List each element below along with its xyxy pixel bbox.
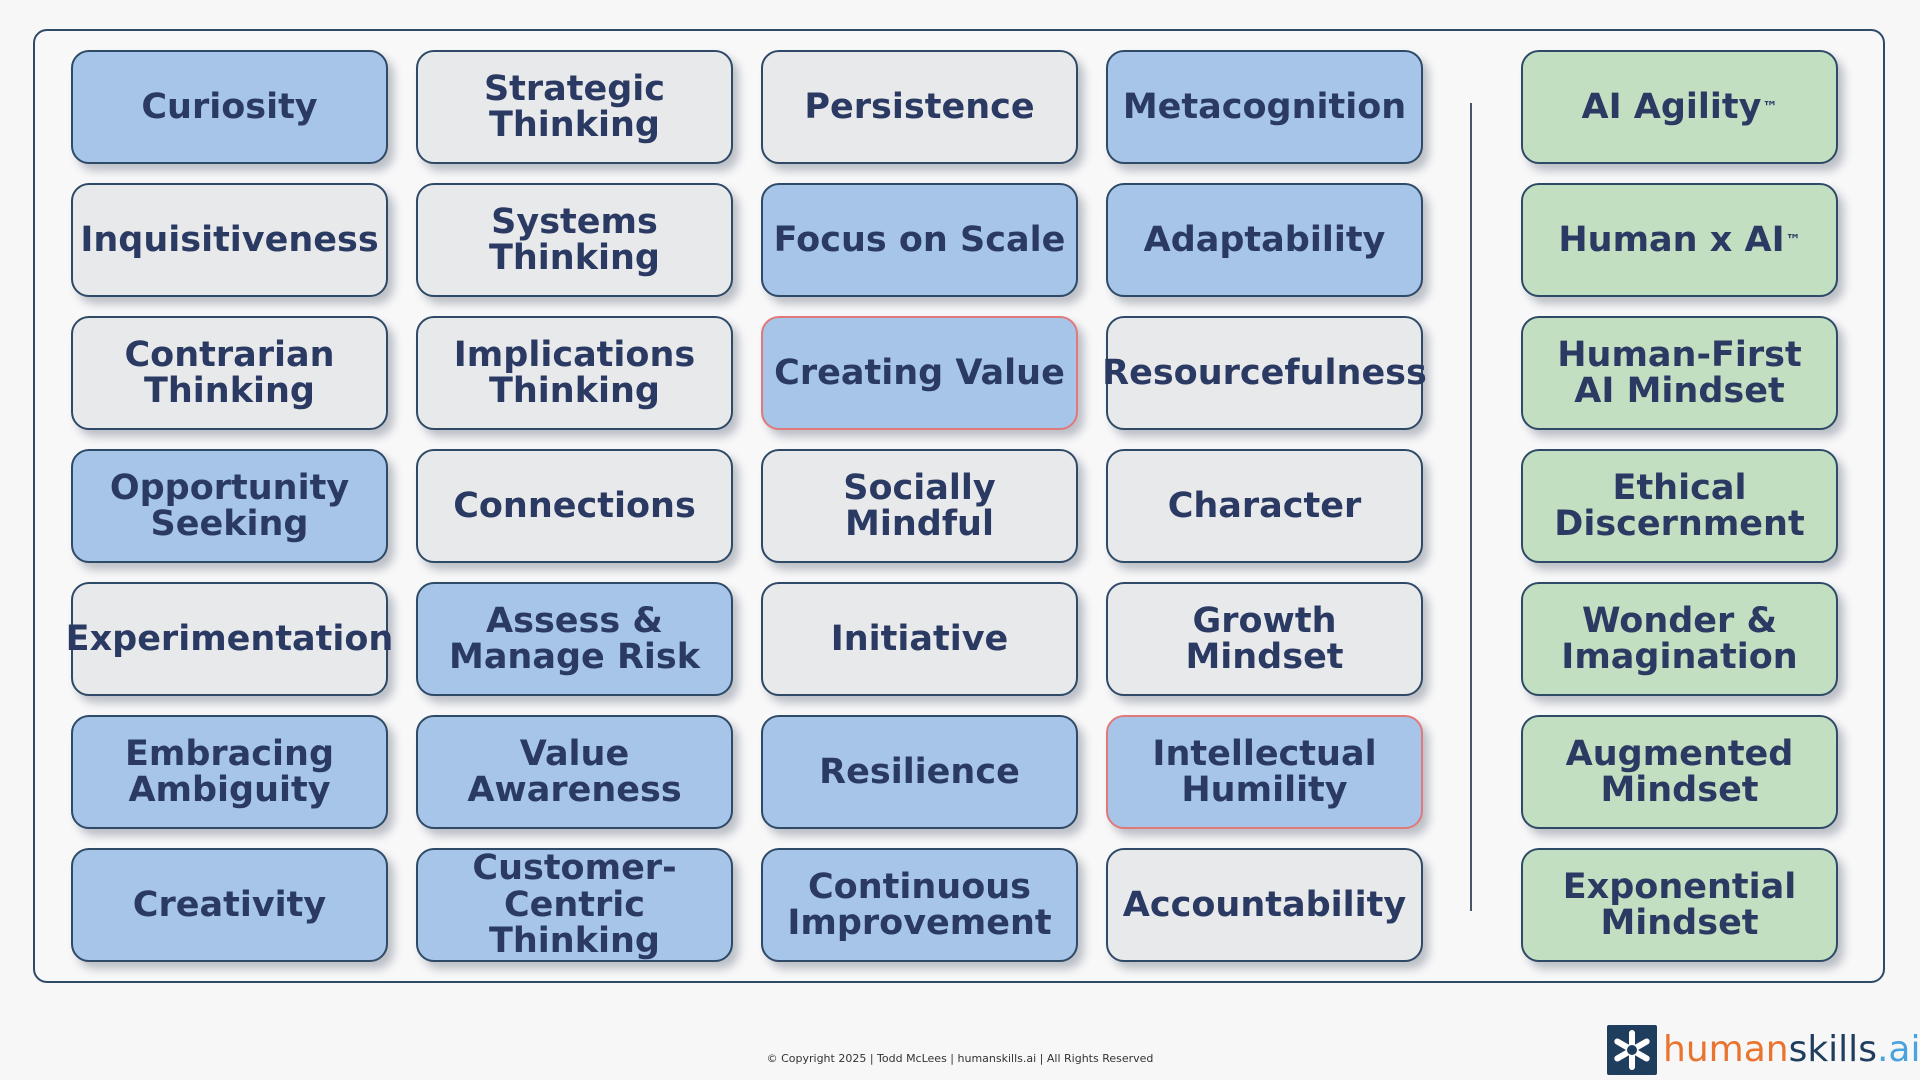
column-divider [1470, 103, 1472, 911]
skill-tile[interactable]: Creativity [71, 848, 388, 962]
skill-tile[interactable]: Curiosity [71, 50, 388, 164]
logo-text-human: human [1663, 1029, 1789, 1070]
copyright-footer: © Copyright 2025 | Todd McLees | humansk… [766, 1052, 1154, 1065]
ai-skill-label: Human-First AI Mindset [1557, 334, 1802, 411]
ai-skill-tile[interactable]: Augmented Mindset [1521, 715, 1838, 829]
skill-tile[interactable]: Inquisitiveness [71, 183, 388, 297]
ai-skill-tile[interactable]: Wonder & Imagination [1521, 582, 1838, 696]
skill-tile[interactable]: Intellectual Humility [1106, 715, 1423, 829]
ai-skill-label: Augmented Mindset [1565, 733, 1794, 810]
skill-tile[interactable]: Socially Mindful [761, 449, 1078, 563]
skill-tile[interactable]: Embracing Ambiguity [71, 715, 388, 829]
humanskills-logo: humanskills.ai [1607, 1024, 1920, 1076]
ai-skill-tile[interactable]: Human-First AI Mindset [1521, 316, 1838, 430]
skill-tile[interactable]: Creating Value [761, 316, 1078, 430]
ai-skill-label: Human x AI [1558, 219, 1785, 260]
ai-skill-tile[interactable]: Exponential Mindset [1521, 848, 1838, 962]
ai-skill-label: Ethical Discernment [1554, 467, 1805, 544]
skill-tile[interactable]: Assess & Manage Risk [416, 582, 733, 696]
ai-skill-label: Exponential Mindset [1562, 866, 1797, 943]
skill-tile[interactable]: Character [1106, 449, 1423, 563]
skill-tile[interactable]: Experimentation [66, 582, 393, 696]
skill-tile[interactable]: Persistence [761, 50, 1078, 164]
skill-tile[interactable]: Connections [416, 449, 733, 563]
skill-tile[interactable]: Growth Mindset [1106, 582, 1423, 696]
skill-tile[interactable]: Metacognition [1106, 50, 1423, 164]
logo-wordmark: humanskills.ai [1663, 1032, 1920, 1068]
skill-tile[interactable]: Implications Thinking [416, 316, 733, 430]
skill-tile[interactable]: Opportunity Seeking [71, 449, 388, 563]
skill-tile[interactable]: Resourcefulness [1102, 316, 1427, 430]
skill-tile[interactable]: Initiative [761, 582, 1078, 696]
skill-tile[interactable]: Adaptability [1106, 183, 1423, 297]
asterisk-icon [1607, 1025, 1657, 1075]
skill-tile[interactable]: Focus on Scale [761, 183, 1078, 297]
logo-text-ai: .ai [1876, 1029, 1920, 1070]
skill-tile[interactable]: Customer- Centric Thinking [416, 848, 733, 962]
ai-skill-label: AI Agility [1581, 86, 1762, 127]
logo-text-skills: skills [1788, 1029, 1877, 1070]
skill-tile[interactable]: Strategic Thinking [416, 50, 733, 164]
skill-tile[interactable]: Value Awareness [416, 715, 733, 829]
ai-skill-tile[interactable]: Ethical Discernment [1521, 449, 1838, 563]
skill-tile[interactable]: Accountability [1106, 848, 1423, 962]
skill-tile[interactable]: Contrarian Thinking [71, 316, 388, 430]
skill-tile[interactable]: Continuous Improvement [761, 848, 1078, 962]
ai-skill-label: Wonder & Imagination [1561, 600, 1798, 677]
skill-tile[interactable]: Systems Thinking [416, 183, 733, 297]
skill-tile[interactable]: Resilience [761, 715, 1078, 829]
